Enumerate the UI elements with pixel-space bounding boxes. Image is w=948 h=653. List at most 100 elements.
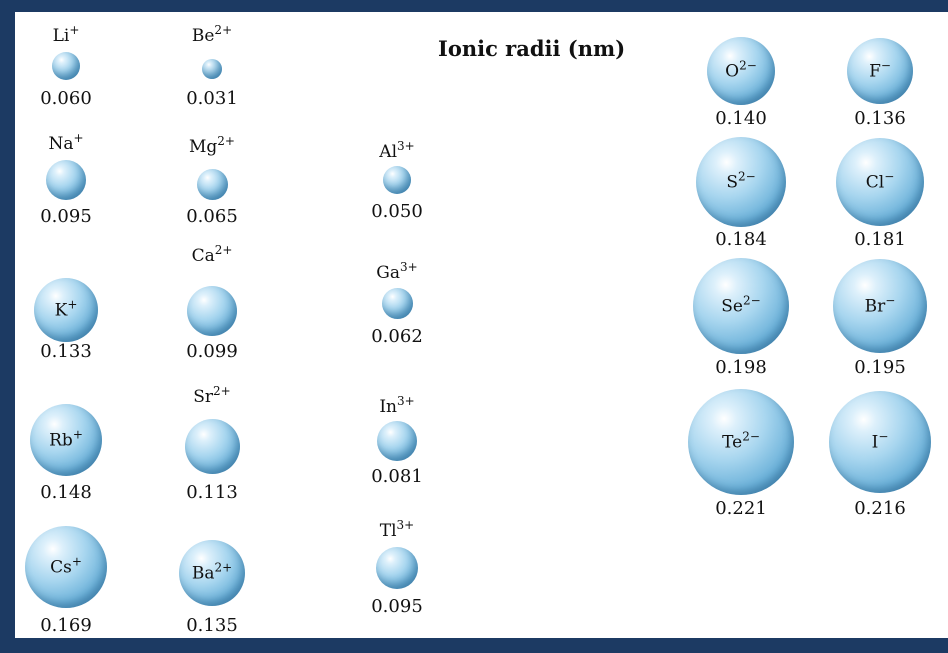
ion-symbol-sr: Sr2+ bbox=[193, 385, 230, 407]
ion-sphere-li bbox=[52, 52, 80, 80]
ion-charge-al: 3+ bbox=[397, 139, 415, 153]
ion-element-cs: Cs bbox=[50, 557, 72, 578]
ion-radius-in: 0.081 bbox=[371, 466, 423, 487]
ion-element-br: Br bbox=[864, 296, 886, 317]
ion-charge-be: 2+ bbox=[214, 23, 233, 37]
ion-element-ca: Ca bbox=[191, 246, 215, 266]
ion-charge-k: + bbox=[67, 297, 78, 312]
ion-element-k: K bbox=[54, 300, 68, 321]
ion-symbol-k: K+ bbox=[54, 299, 78, 321]
ion-element-o: O bbox=[725, 61, 740, 82]
ion-radius-cs: 0.169 bbox=[40, 615, 92, 636]
ion-element-se: Se bbox=[721, 296, 744, 317]
ion-symbol-te: Te2− bbox=[722, 431, 760, 453]
ion-symbol-cl: Cl− bbox=[866, 171, 895, 192]
ion-radius-k: 0.133 bbox=[40, 341, 92, 362]
ion-element-li: Li bbox=[52, 26, 70, 46]
ion-radius-br: 0.195 bbox=[854, 357, 906, 378]
diagram-title: Ionic radii (nm) bbox=[438, 36, 626, 61]
ion-radius-ba: 0.135 bbox=[186, 615, 238, 636]
ion-charge-i: − bbox=[878, 429, 889, 444]
ion-radius-rb: 0.148 bbox=[40, 482, 92, 503]
ion-radius-s: 0.184 bbox=[715, 229, 767, 250]
ion-sphere-te bbox=[688, 389, 794, 495]
ion-sphere-tl bbox=[376, 547, 418, 589]
ion-sphere-na bbox=[46, 160, 86, 200]
ion-sphere-o bbox=[707, 37, 775, 105]
ion-symbol-f: F− bbox=[869, 60, 891, 82]
ion-symbol-cs: Cs+ bbox=[50, 556, 82, 578]
ion-radius-i: 0.216 bbox=[854, 498, 906, 519]
ion-symbol-na: Na+ bbox=[48, 132, 83, 154]
ion-charge-in: 3+ bbox=[396, 394, 415, 408]
ion-element-f: F bbox=[869, 61, 881, 82]
ion-charge-se: 2− bbox=[743, 293, 761, 308]
ion-radius-f: 0.136 bbox=[854, 108, 906, 129]
ion-radius-o: 0.140 bbox=[715, 108, 767, 129]
ion-sphere-se bbox=[693, 258, 789, 354]
ion-symbol-ga: Ga3+ bbox=[376, 261, 417, 283]
ion-element-rb: Rb bbox=[49, 430, 73, 451]
ion-charge-s: 2− bbox=[737, 169, 756, 184]
ion-radius-cl: 0.181 bbox=[854, 229, 906, 250]
ion-element-al: Al bbox=[379, 142, 398, 162]
ion-sphere-al bbox=[383, 166, 411, 194]
ion-element-na: Na bbox=[48, 134, 74, 154]
ion-symbol-mg: Mg2+ bbox=[189, 135, 235, 157]
ion-symbol-ba: Ba2+ bbox=[191, 562, 232, 584]
ion-charge-ga: 3+ bbox=[400, 260, 418, 274]
ion-symbol-in: In3+ bbox=[379, 395, 414, 417]
ion-charge-ba: 2+ bbox=[214, 560, 233, 575]
ion-charge-f: − bbox=[880, 58, 891, 73]
ion-symbol-be: Be2+ bbox=[191, 24, 232, 46]
ion-symbol-tl: Tl3+ bbox=[379, 519, 414, 541]
ion-charge-li: + bbox=[69, 23, 80, 37]
ion-sphere-ba bbox=[179, 540, 245, 606]
ion-sphere-ca bbox=[187, 286, 237, 336]
ion-sphere-rb bbox=[30, 404, 102, 476]
ion-symbol-i: I− bbox=[871, 431, 889, 453]
ion-sphere-mg bbox=[196, 168, 228, 200]
ion-sphere-s bbox=[696, 137, 786, 227]
diagram-panel bbox=[15, 12, 948, 638]
ion-symbol-br: Br− bbox=[864, 295, 896, 317]
ion-charge-rb: + bbox=[72, 427, 83, 442]
ion-sphere-i bbox=[829, 391, 931, 493]
ion-element-s: S bbox=[726, 172, 738, 193]
ion-charge-o: 2− bbox=[739, 58, 757, 73]
ion-symbol-o: O2− bbox=[725, 60, 757, 82]
ion-sphere-ga bbox=[381, 287, 413, 319]
ion-symbol-se: Se2− bbox=[721, 295, 760, 317]
ion-element-mg: Mg bbox=[189, 137, 218, 157]
ion-charge-sr: 2+ bbox=[213, 384, 231, 398]
ion-sphere-sr bbox=[184, 418, 240, 474]
ion-radius-mg: 0.065 bbox=[186, 206, 238, 227]
ion-charge-te: 2− bbox=[742, 429, 760, 444]
ion-symbol-al: Al3+ bbox=[379, 140, 414, 162]
ion-element-tl: Tl bbox=[379, 521, 397, 541]
ion-sphere-k bbox=[34, 278, 98, 342]
ion-radius-te: 0.221 bbox=[715, 498, 767, 519]
ion-symbol-s: S2− bbox=[726, 171, 755, 193]
ion-radius-sr: 0.113 bbox=[186, 482, 238, 503]
ion-radius-ga: 0.062 bbox=[371, 326, 423, 347]
ion-element-i: I bbox=[871, 432, 879, 453]
ion-symbol-li: Li+ bbox=[52, 24, 80, 46]
ion-radius-na: 0.095 bbox=[40, 206, 92, 227]
ion-radius-ca: 0.099 bbox=[186, 341, 238, 362]
ion-element-be: Be bbox=[191, 26, 215, 46]
ion-sphere-cl bbox=[836, 138, 924, 226]
ion-charge-mg: 2+ bbox=[217, 134, 235, 148]
ion-element-ga: Ga bbox=[376, 263, 401, 283]
ion-sphere-be bbox=[202, 59, 222, 79]
ion-element-ba: Ba bbox=[191, 563, 215, 584]
ion-charge-br: − bbox=[885, 293, 896, 308]
ion-element-sr: Sr bbox=[193, 387, 214, 407]
ion-charge-ca: 2+ bbox=[214, 243, 233, 257]
ion-symbol-ca: Ca2+ bbox=[191, 244, 233, 266]
ion-charge-cs: + bbox=[71, 554, 82, 569]
ion-radius-se: 0.198 bbox=[715, 357, 767, 378]
ion-element-te: Te bbox=[722, 432, 743, 453]
ion-element-in: In bbox=[379, 397, 397, 417]
ion-sphere-in bbox=[377, 421, 417, 461]
